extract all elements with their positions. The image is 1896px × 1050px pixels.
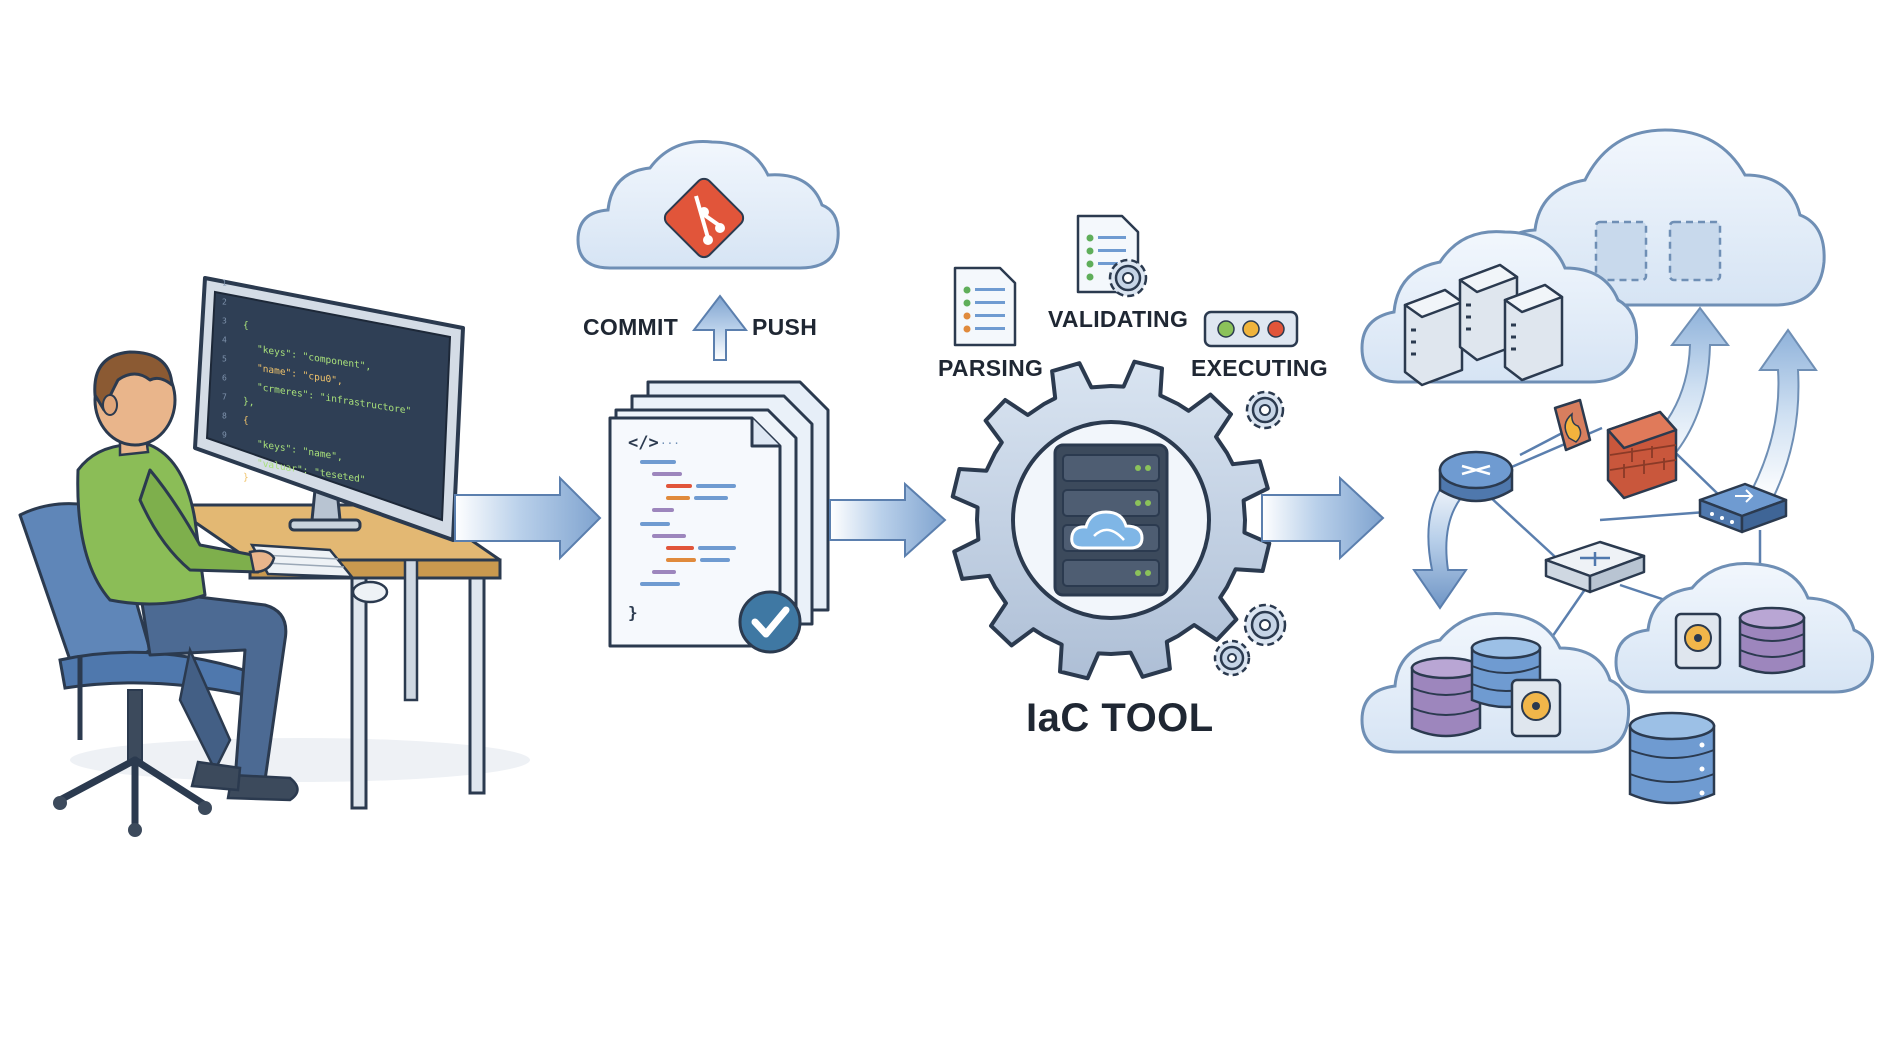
executing-label: EXECUTING (1191, 355, 1328, 381)
file-tag-suffix: ··· (660, 437, 680, 450)
provisioned-infrastructure (1360, 128, 1875, 805)
code-line-number: 9 (222, 431, 227, 440)
monitor: 1{2"keys": "component",3"name": "cpu0",4… (193, 276, 465, 542)
code-line-number: 5 (222, 355, 227, 364)
code-line-number: 1 (222, 279, 227, 288)
cloud-storage-left (1360, 612, 1631, 754)
database-icon (1628, 711, 1716, 805)
push-label: PUSH (752, 314, 818, 340)
parsing-document-icon (953, 266, 1017, 347)
code-line: } (243, 472, 249, 484)
code-line: { (243, 415, 249, 427)
validating-label: VALIDATING (1048, 306, 1189, 332)
cloud-servers (1360, 230, 1639, 387)
code-line: }, (243, 396, 254, 409)
front-code-file: </> ··· } (608, 416, 782, 648)
code-line-number: 2 (222, 298, 227, 307)
iac-server-icon (1053, 443, 1169, 597)
server-tower-icon (1403, 288, 1464, 387)
hard-drive-icon (1674, 612, 1722, 670)
code-files: </> ··· } (608, 380, 830, 654)
commit-label: COMMIT (583, 314, 679, 340)
git-icon (663, 177, 745, 259)
fire-detector-icon (1553, 398, 1592, 452)
code-line-number: 3 (222, 317, 227, 326)
small-gear-icon (1213, 639, 1251, 677)
validated-check-icon (738, 590, 802, 654)
code-line-number: 4 (222, 336, 227, 345)
router-icon (1438, 450, 1514, 503)
network-switch-icon (1544, 540, 1646, 594)
flow-arrow-2 (829, 481, 947, 559)
developer-person (76, 350, 299, 802)
iac-tool-title: IaC TOOL (1026, 696, 1214, 740)
code-line-number: 6 (222, 374, 227, 383)
push-arrow (691, 294, 749, 361)
mouse (351, 580, 389, 604)
placeholder-instance (1668, 220, 1722, 282)
cloud-storage-right (1614, 562, 1875, 694)
small-gear-icon (1245, 390, 1285, 430)
developer-workstation: 1{2"keys": "component",3"name": "cpu0",4… (18, 276, 530, 837)
firewall-icon (1606, 410, 1678, 500)
git-repository-cloud (576, 140, 840, 270)
small-gear-icon (1243, 603, 1287, 647)
provision-arrow (1750, 328, 1818, 502)
file-code-lines (640, 460, 736, 586)
database-icon (1738, 606, 1806, 675)
code-line: { (243, 320, 249, 332)
iac-tool (950, 214, 1299, 681)
placeholder-instance (1594, 220, 1648, 282)
file-tag-icon: </> (628, 433, 659, 453)
flow-arrow-1 (454, 475, 602, 561)
database-icon (1410, 656, 1482, 738)
executing-status-lights (1203, 310, 1299, 348)
parsing-label: PARSING (938, 355, 1044, 381)
cloud-logo-icon (1070, 510, 1144, 550)
code-line-number: 8 (222, 412, 227, 421)
flow-arrow-3 (1261, 475, 1385, 561)
validating-gear-icon (1108, 258, 1148, 298)
server-tower-icon (1458, 263, 1519, 362)
code-line-number: 7 (222, 393, 227, 402)
hard-drive-icon (1510, 678, 1562, 738)
file-close-brace: } (628, 603, 638, 622)
server-tower-icon (1503, 283, 1564, 382)
floor-shadow (70, 738, 530, 782)
network-hub-icon (1698, 482, 1788, 534)
cloud-compute-large (1495, 128, 1826, 307)
provision-arrow (1412, 468, 1472, 610)
